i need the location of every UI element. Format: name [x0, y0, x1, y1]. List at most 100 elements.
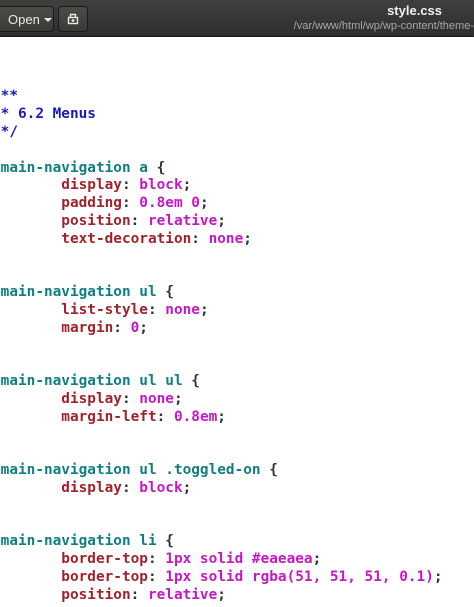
code-token-selector: .main-navigation ul ul: [0, 373, 183, 390]
code-token-value: 0.8em 0: [139, 195, 200, 212]
code-line: position: relative;: [0, 213, 443, 231]
new-tab-icon: [67, 13, 79, 25]
code-token-punct: {: [156, 533, 174, 550]
code-token-punct: ;: [199, 195, 209, 212]
code-token-punct: {: [182, 373, 200, 390]
code-line: display: block;: [0, 177, 443, 195]
code-token-punct: ;: [173, 390, 183, 407]
code-token-punct: ;: [139, 319, 148, 336]
code-token-selector: .main-navigation ul: [0, 284, 157, 301]
code-line: [0, 53, 443, 71]
code-token-punct: }: [0, 37, 1, 51]
code-line: border-top: 1px solid #eaeaea;: [0, 551, 443, 569]
code-token-punct: :: [156, 408, 174, 425]
code-token-punct: }: [0, 498, 1, 514]
code-token-punct: :: [121, 390, 140, 407]
code-token-punct: :: [147, 551, 166, 568]
code-line: [0, 266, 443, 284]
code-token-punct: :: [121, 479, 140, 496]
code-token-value: 1px solid rgba(51, 51, 51, 0.1): [165, 568, 434, 585]
open-button-label: Open: [8, 11, 40, 27]
code-token-selector: .main-navigation a: [0, 159, 148, 176]
code-token-punct: ;: [217, 408, 226, 425]
code-line: }: [0, 249, 443, 267]
code-line: */: [0, 124, 443, 142]
code-line: [0, 516, 443, 534]
code-line: margin-left: 0.8em;: [0, 409, 443, 427]
code-line: }: [0, 338, 443, 356]
code-token-punct: }: [0, 338, 1, 354]
code-token-punct: :: [121, 195, 140, 212]
code-token-property: position: [0, 586, 131, 603]
document-title: style.css: [387, 3, 442, 18]
code-token-selector: .main-navigation li: [0, 533, 157, 550]
code-line: [0, 355, 443, 373]
code-token-comment: * 6.2 Menus: [0, 106, 96, 123]
code-token-punct: :: [113, 319, 131, 336]
code-line: .main-navigation ul ul {: [0, 373, 443, 391]
title-group: style.css /var/www/html/wp/wp-content/th…: [264, 3, 474, 33]
code-token-value: none: [165, 301, 200, 318]
code-line: list-style: none;: [0, 302, 443, 320]
code-lines[interactable]: } /** * 6.2 Menus */ .main-navigation a …: [0, 37, 443, 605]
code-token-punct: :: [191, 230, 209, 247]
code-token-value: block: [139, 479, 183, 496]
code-token-punct: :: [147, 301, 166, 318]
code-token-property: margin: [0, 319, 114, 336]
code-line: .main-navigation li {: [0, 533, 443, 551]
code-line: display: none;: [0, 391, 443, 409]
code-token-value: 0.8em: [173, 408, 218, 425]
code-token-property: padding: [0, 195, 122, 212]
code-line: [0, 444, 443, 462]
code-token-value: none: [208, 230, 244, 247]
code-token-value: relative: [147, 586, 218, 603]
open-button[interactable]: Open: [0, 6, 54, 32]
code-token-property: display: [0, 390, 122, 407]
code-token-value: block: [139, 177, 183, 194]
code-token-property: text-decoration: [0, 230, 192, 247]
code-token-property: border-top: [0, 568, 148, 585]
new-document-button[interactable]: [58, 6, 88, 32]
code-token-punct: ;: [182, 177, 192, 194]
code-line: /**: [0, 88, 443, 106]
code-line: position: relative;: [0, 587, 443, 605]
code-token-value: 0: [130, 319, 140, 336]
code-line: display: block;: [0, 480, 443, 498]
code-token-punct: ;: [182, 479, 192, 496]
code-token-punct: {: [156, 284, 174, 301]
code-editor[interactable]: } /** * 6.2 Menus */ .main-navigation a …: [0, 37, 474, 607]
code-line: .main-navigation a {: [0, 160, 443, 178]
code-token-punct: ;: [243, 230, 252, 247]
code-token-property: position: [0, 212, 131, 229]
code-token-punct: ;: [217, 586, 226, 603]
code-token-value: none: [139, 390, 174, 407]
code-token-punct: ;: [312, 551, 322, 568]
code-token-value: relative: [147, 212, 218, 229]
code-token-property: border-top: [0, 551, 148, 568]
code-token-property: display: [0, 479, 122, 496]
code-token-punct: ;: [217, 212, 226, 229]
code-token-punct: ;: [433, 568, 443, 585]
code-line: text-decoration: none;: [0, 231, 443, 249]
code-token-punct: :: [130, 212, 148, 229]
chevron-down-icon: [43, 18, 52, 22]
code-token-punct: :: [121, 177, 140, 194]
document-path: /var/www/html/wp/wp-content/theme-: [293, 20, 474, 32]
code-line: [0, 71, 443, 89]
code-line: .main-navigation ul .toggled-on {: [0, 462, 443, 480]
code-token-selector: .main-navigation ul .toggled-on: [0, 462, 261, 479]
code-token-punct: ;: [199, 301, 209, 318]
code-line: }: [0, 498, 443, 516]
code-line: border-top: 1px solid rgba(51, 51, 51, 0…: [0, 568, 443, 587]
code-token-punct: }: [0, 249, 1, 265]
code-token-value: 1px solid #eaeaea: [165, 551, 313, 568]
code-token-punct: {: [260, 462, 278, 479]
code-token-punct: }: [0, 427, 1, 443]
code-line: }: [0, 427, 443, 445]
code-token-property: margin-left: [0, 408, 157, 425]
code-token-punct: {: [147, 159, 166, 176]
code-line: padding: 0.8em 0;: [0, 195, 443, 213]
code-line: * 6.2 Menus: [0, 106, 443, 124]
code-token-comment: /**: [0, 88, 18, 105]
